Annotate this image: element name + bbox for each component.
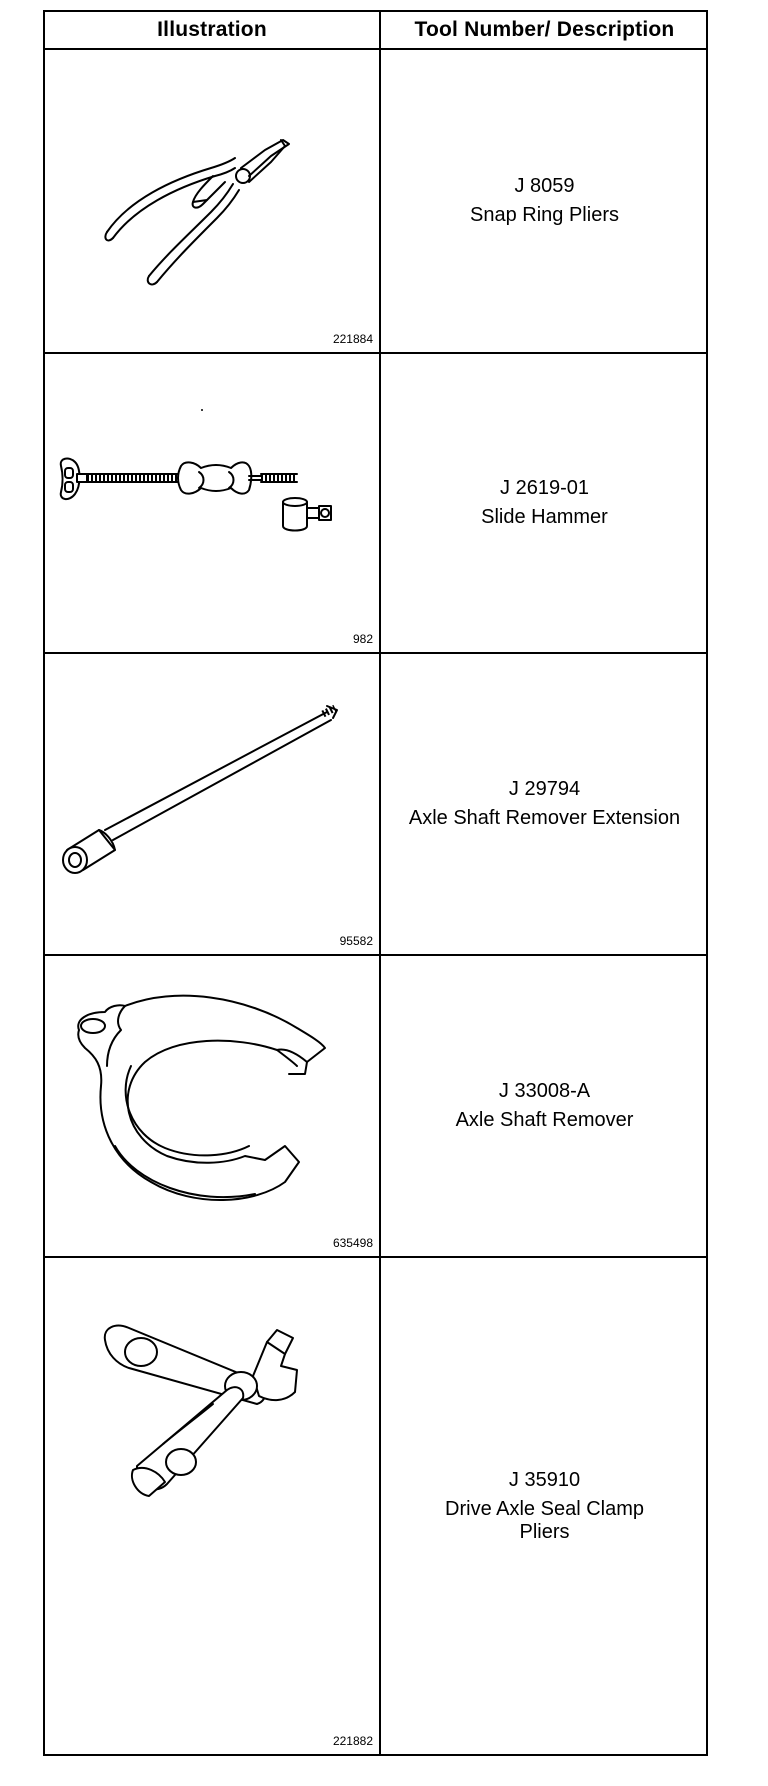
table-header: Illustration Tool Number/ Description — [45, 12, 706, 50]
seal-clamp-pliers-icon — [103, 1324, 298, 1497]
illustration-cell: 982 — [45, 354, 379, 652]
tool-description: Axle Shaft Remover Extension — [408, 807, 681, 829]
table-row: 95582 J 29794 Axle Shaft Remover Extensi… — [45, 654, 706, 956]
tool-description: Drive Axle Seal Clamp Pliers — [445, 1497, 644, 1543]
figure-number: 95582 — [339, 934, 373, 948]
illustration-cell: 95582 — [45, 654, 379, 954]
extension-rod-icon — [62, 704, 338, 874]
tool-description: Slide Hammer — [481, 506, 608, 528]
snap-ring-pliers-icon — [104, 139, 290, 286]
table-row: 635498 J 33008-A Axle Shaft Remover — [45, 956, 706, 1258]
header-illustration: Illustration — [157, 18, 267, 41]
illustration-cell: 221882 — [45, 1258, 379, 1754]
tool-description: Snap Ring Pliers — [470, 204, 619, 226]
tool-number: J 33008-A — [498, 1080, 591, 1102]
illustration-cell: 221884 — [45, 50, 379, 352]
slide-hammer-icon — [59, 409, 332, 532]
tool-description: Axle Shaft Remover — [455, 1109, 634, 1131]
description-cell: J 35910 Drive Axle Seal Clamp Pliers — [381, 1258, 708, 1754]
figure-number: 635498 — [332, 1236, 373, 1250]
description-cell: J 2619-01 Slide Hammer — [381, 354, 708, 652]
tool-number: J 2619-01 — [500, 477, 589, 499]
table-row: 221884 J 8059 Snap Ring Pliers — [45, 50, 706, 354]
table-row: 982 J 2619-01 Slide Hammer — [45, 354, 706, 654]
figure-number: 982 — [352, 632, 373, 646]
tool-number: J 35910 — [508, 1468, 581, 1491]
description-cell: J 33008-A Axle Shaft Remover — [381, 956, 708, 1256]
tool-number: J 8059 — [514, 175, 575, 197]
column-divider — [379, 12, 381, 1754]
figure-number: 221882 — [332, 1734, 373, 1748]
description-cell: J 29794 Axle Shaft Remover Extension — [381, 654, 708, 954]
description-cell: J 8059 Snap Ring Pliers — [381, 50, 708, 352]
table-row: 221882 J 35910 Drive Axle Seal Clamp Pli… — [45, 1258, 706, 1754]
tool-table: Illustration Tool Number/ Description — [43, 10, 708, 1756]
illustration-cell: 635498 — [45, 956, 379, 1256]
axle-shaft-remover-icon — [77, 994, 326, 1202]
tool-number: J 29794 — [508, 778, 581, 800]
header-tool-description: Tool Number/ Description — [414, 18, 675, 41]
figure-number: 221884 — [332, 332, 373, 346]
